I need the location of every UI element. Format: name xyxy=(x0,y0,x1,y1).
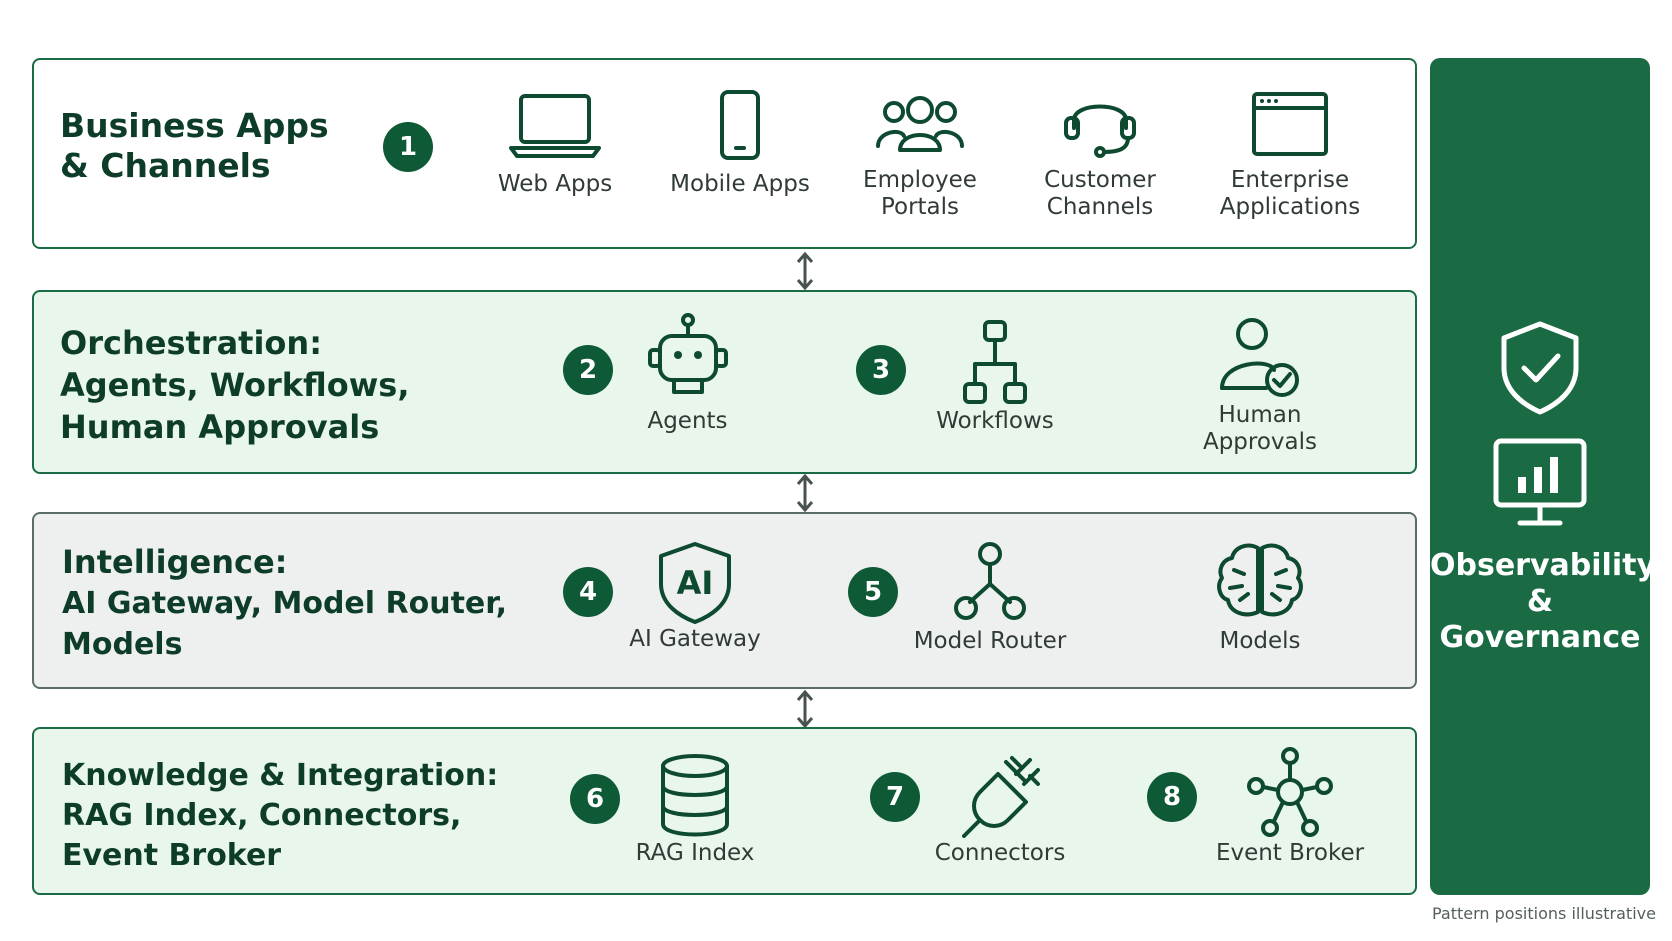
step-badge-8: 8 xyxy=(1147,772,1197,822)
headset-icon xyxy=(1064,104,1136,158)
item-human-approvals: Human Approvals xyxy=(1180,312,1340,456)
layer-2-title-line: Orchestration: xyxy=(60,324,322,362)
item-models: Models xyxy=(1185,540,1335,655)
item-customer-channels: Customer Channels xyxy=(1020,88,1180,221)
governance-label-line: & xyxy=(1526,584,1554,619)
monitor-chart-icon xyxy=(1493,438,1587,526)
layer-3-title-line: Models xyxy=(62,627,183,662)
item-label: Workflows xyxy=(936,408,1054,434)
step-badge-1: 1 xyxy=(383,122,433,172)
people-group-icon xyxy=(876,96,964,152)
layer-business-apps xyxy=(32,58,1417,249)
item-ai-gateway: AI AI Gateway xyxy=(620,540,770,653)
layer-4-title: Knowledge & Integration: RAG Index, Conn… xyxy=(62,756,498,876)
governance-label-line: Observability xyxy=(1430,548,1656,583)
item-label: Models xyxy=(1219,628,1301,654)
layer-1-title-line: Business Apps xyxy=(60,106,329,145)
layer-3-title-line: AI Gateway, Model Router, xyxy=(62,586,508,621)
item-event-broker: Event Broker xyxy=(1205,746,1375,867)
step-badge-6: 6 xyxy=(570,774,620,824)
laptop-icon xyxy=(509,94,601,158)
layer-2-title-line: Human Approvals xyxy=(60,408,380,446)
browser-window-icon xyxy=(1252,92,1328,156)
layer-3-title: Intelligence: AI Gateway, Model Router, … xyxy=(62,542,507,665)
governance-label: Observability & Governance xyxy=(1430,548,1656,656)
item-label: RAG Index xyxy=(635,840,755,866)
layer-2-title: Orchestration: Agents, Workflows, Human … xyxy=(60,322,409,448)
item-label-line: Enterprise xyxy=(1230,167,1350,193)
step-badge-7: 7 xyxy=(870,772,920,822)
mobile-phone-icon xyxy=(720,90,760,160)
user-check-icon xyxy=(1220,318,1299,397)
observability-governance-panel: Observability & Governance xyxy=(1430,58,1656,895)
item-label: Employee Portals xyxy=(845,167,995,221)
ai-shield-icon: AI xyxy=(659,542,731,624)
item-label: Enterprise Applications xyxy=(1200,167,1380,221)
footnote: Pattern positions illustrative xyxy=(1432,904,1656,923)
item-label: AI Gateway xyxy=(629,626,761,652)
shield-check-icon xyxy=(1501,321,1579,415)
layer-1-title-line: & Channels xyxy=(60,146,271,185)
workflow-tree-icon xyxy=(963,320,1027,404)
bidirectional-arrow-icon xyxy=(796,689,814,729)
database-icon xyxy=(661,754,729,837)
item-label: Customer Channels xyxy=(1020,167,1180,221)
item-rag-index: RAG Index xyxy=(620,752,770,867)
item-connectors: Connectors xyxy=(920,752,1080,867)
step-badge-4: 4 xyxy=(563,567,613,617)
bidirectional-arrow-icon xyxy=(796,473,814,513)
item-mobile-apps: Mobile Apps xyxy=(665,90,815,198)
robot-icon xyxy=(647,313,728,394)
item-label: Event Broker xyxy=(1215,840,1365,866)
item-label-line: Applications xyxy=(1219,194,1361,220)
item-label-line: Customer xyxy=(1044,167,1156,193)
layer-orchestration xyxy=(32,290,1417,474)
layer-1-title: Business Apps & Channels xyxy=(60,106,329,186)
bidirectional-arrow-icon xyxy=(796,251,814,291)
item-label-line: Employee xyxy=(863,167,977,193)
item-label: Mobile Apps xyxy=(670,171,810,197)
item-label: Agents xyxy=(647,408,728,434)
step-badge-3: 3 xyxy=(856,345,906,395)
item-employee-portals: Employee Portals xyxy=(845,90,995,221)
ai-shield-text: AI xyxy=(677,564,714,602)
item-web-apps: Web Apps xyxy=(480,90,630,198)
plug-icon xyxy=(962,756,1040,838)
item-label-line: Portals xyxy=(880,194,960,220)
item-label-line: Human xyxy=(1218,402,1302,428)
layer-4-title-line: Knowledge & Integration: xyxy=(62,758,499,793)
hub-network-icon xyxy=(1247,747,1333,837)
router-nodes-icon xyxy=(954,542,1026,620)
layer-intelligence xyxy=(32,512,1417,689)
layer-4-title-line: RAG Index, Connectors, xyxy=(62,798,462,833)
item-workflows: Workflows xyxy=(920,318,1070,435)
item-label: Connectors xyxy=(934,840,1066,866)
step-badge-2: 2 xyxy=(563,345,613,395)
item-label: Model Router xyxy=(913,628,1067,654)
item-agents: Agents xyxy=(615,312,760,435)
item-enterprise-applications: Enterprise Applications xyxy=(1200,90,1380,221)
item-model-router: Model Router xyxy=(905,540,1075,655)
item-label-line: Channels xyxy=(1046,194,1154,220)
item-label: Web Apps xyxy=(497,171,613,197)
item-label: Human Approvals xyxy=(1180,402,1340,456)
layer-3-title-line: Intelligence: xyxy=(62,543,288,581)
layer-4-title-line: Event Broker xyxy=(62,838,282,873)
brain-icon xyxy=(1217,543,1303,617)
item-label-line: Approvals xyxy=(1202,429,1318,455)
layer-2-title-line: Agents, Workflows, xyxy=(60,366,410,404)
step-badge-5: 5 xyxy=(848,567,898,617)
governance-label-line: Governance xyxy=(1439,620,1641,655)
